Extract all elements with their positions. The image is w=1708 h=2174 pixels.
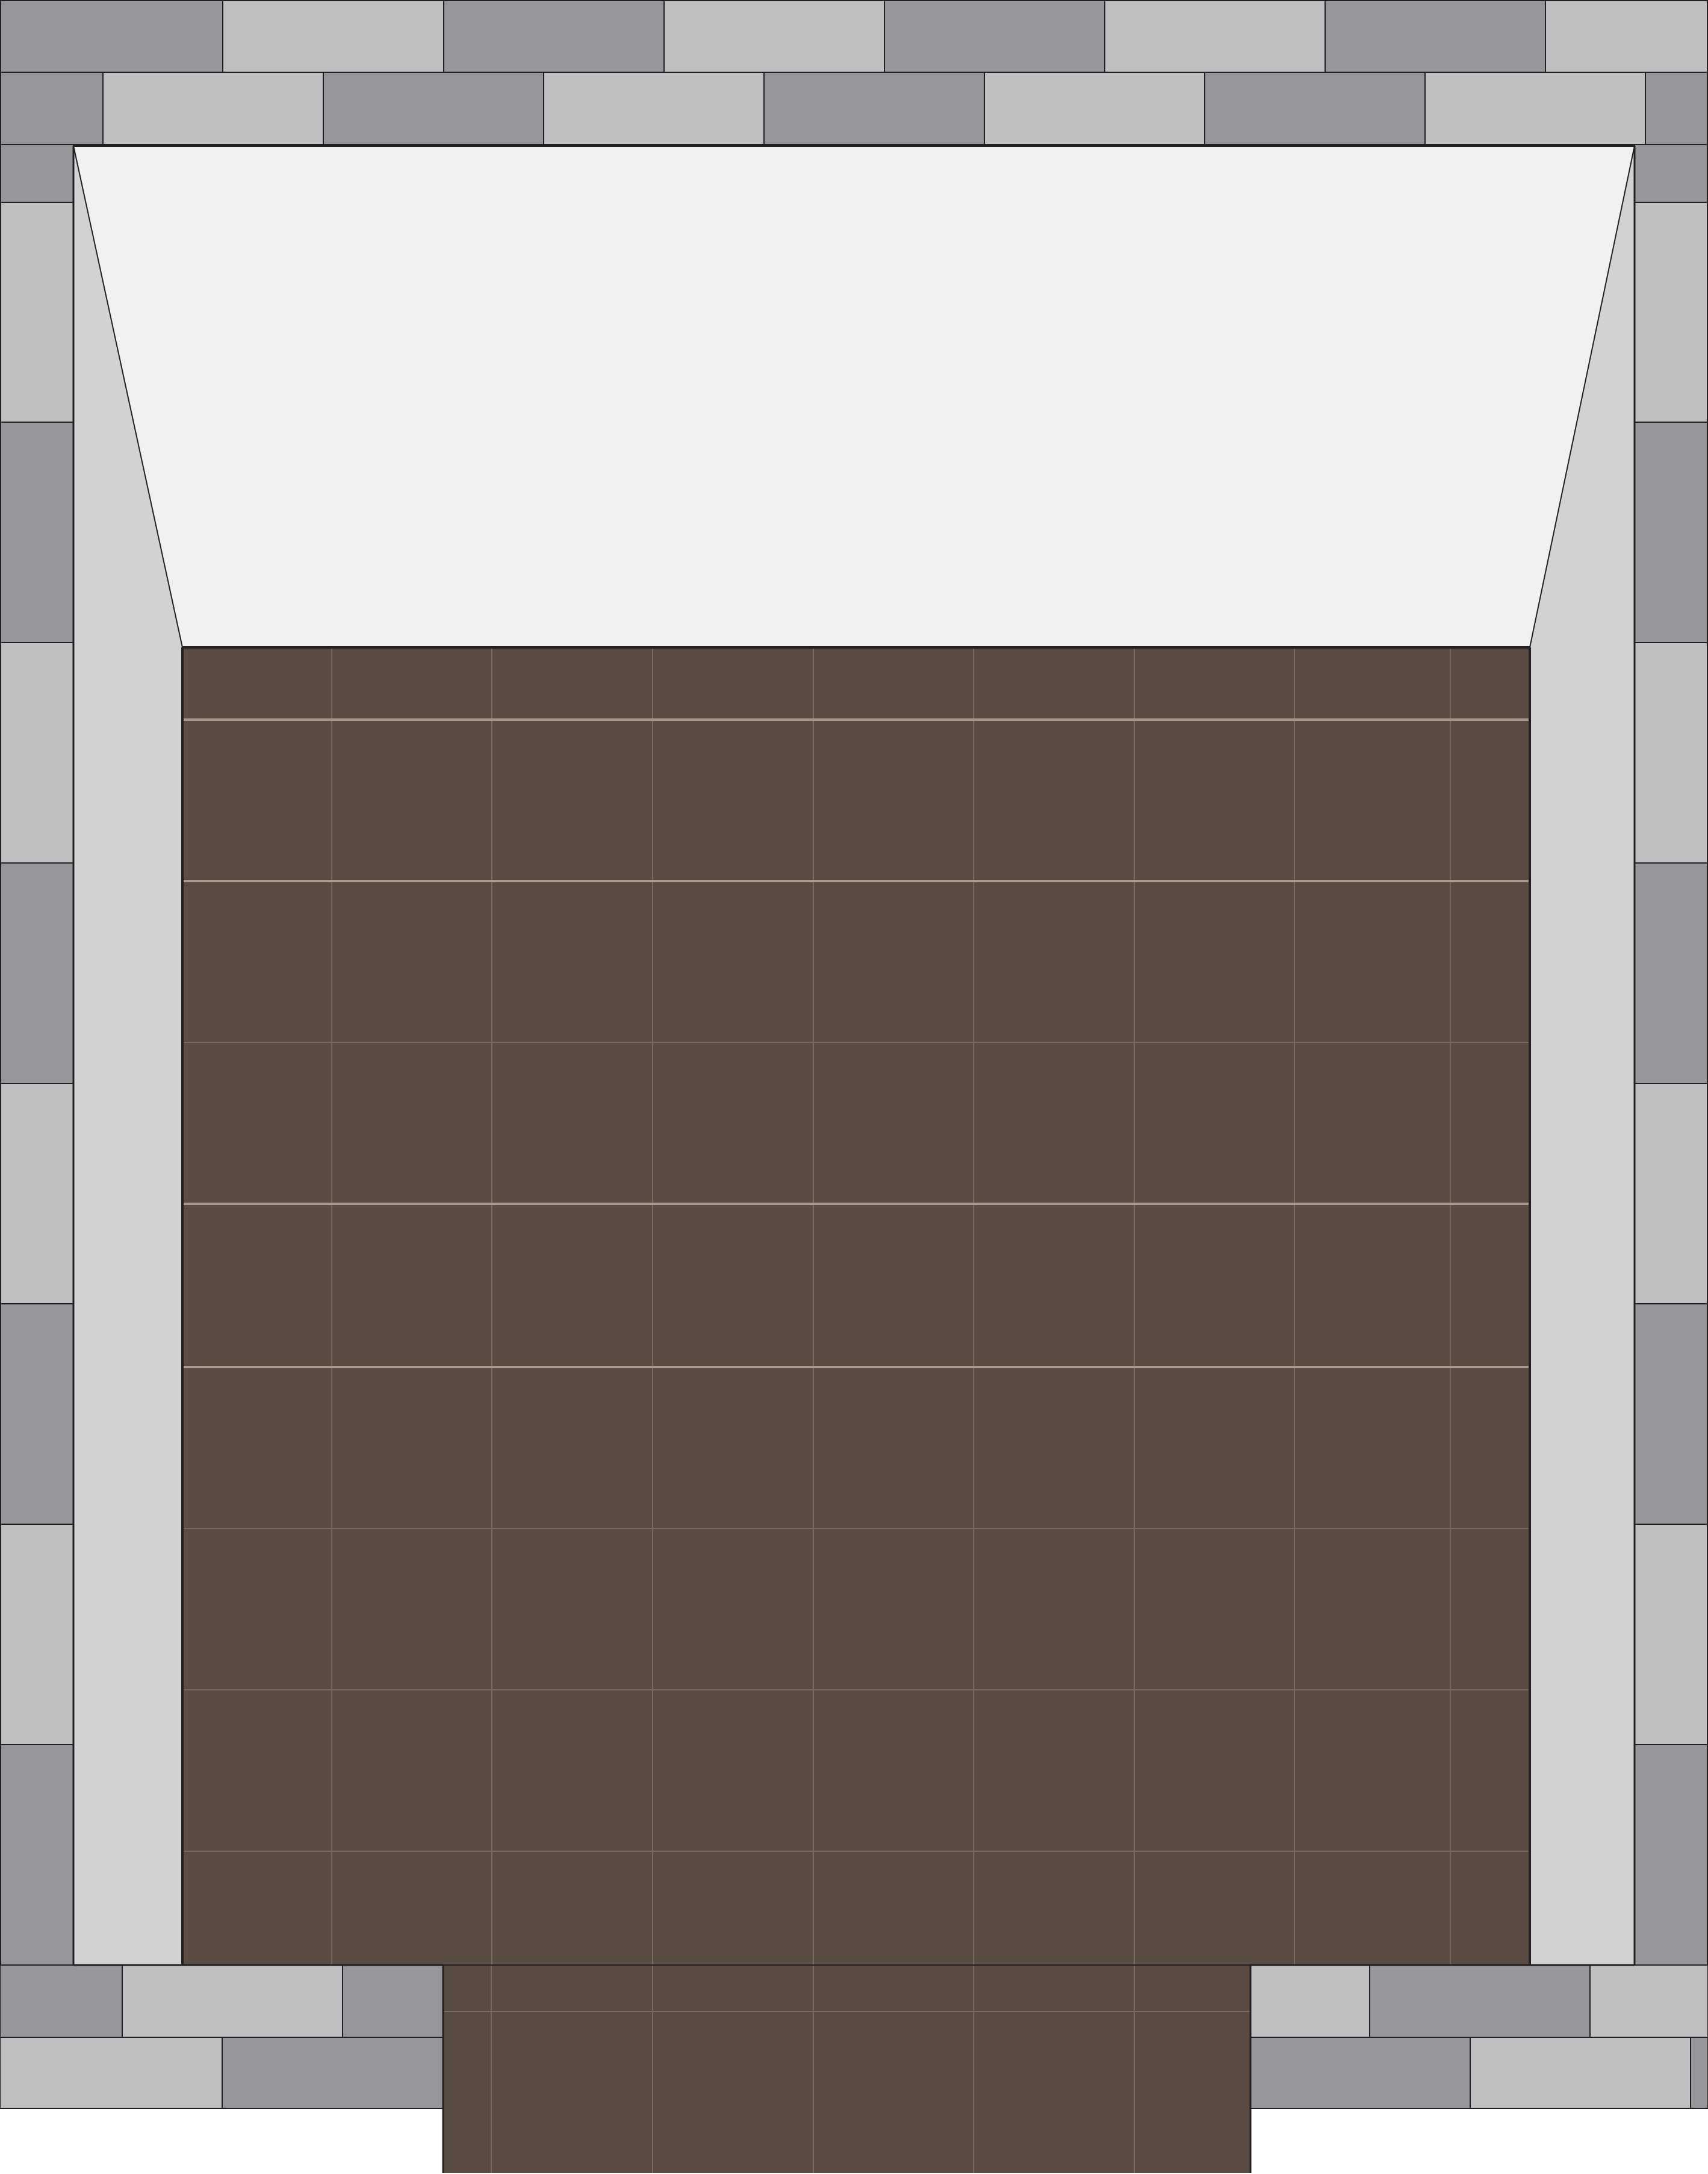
outer-frame <box>0 0 1708 1966</box>
brick <box>1634 1303 1708 1525</box>
right-side-wall <box>1530 146 1635 1965</box>
brick <box>222 0 444 73</box>
brick <box>222 2037 444 2109</box>
brick <box>1645 72 1708 145</box>
brick <box>0 1524 74 1745</box>
brick <box>1324 0 1546 73</box>
brick <box>1545 0 1708 73</box>
brick <box>663 0 885 73</box>
floor-surface <box>182 647 1530 2173</box>
left-side-wall <box>73 146 182 1965</box>
brick <box>0 72 104 145</box>
brick <box>0 1083 74 1304</box>
outline-edge <box>73 145 183 648</box>
brick <box>884 0 1105 73</box>
brick <box>0 144 74 203</box>
brick <box>443 0 665 73</box>
brick <box>1634 202 1708 423</box>
brick <box>1634 144 1708 203</box>
brick <box>543 72 765 145</box>
brick <box>1589 1964 1708 2038</box>
brick-wall <box>0 0 1708 2109</box>
tiled-floor <box>182 647 1530 2173</box>
brick <box>342 1964 444 2038</box>
brick <box>0 202 74 423</box>
brick <box>1424 72 1646 145</box>
brick <box>763 72 985 145</box>
brick <box>1690 2037 1708 2109</box>
brick <box>1634 422 1708 643</box>
outline-edge <box>1529 145 1635 648</box>
brick <box>1369 1964 1591 2038</box>
brick <box>1250 1964 1370 2038</box>
brick <box>0 2037 223 2109</box>
brick <box>0 642 74 864</box>
brick <box>1634 642 1708 864</box>
brick <box>1104 0 1326 73</box>
brick <box>102 72 324 145</box>
brick <box>1204 72 1426 145</box>
brick <box>323 72 544 145</box>
brick <box>0 1964 123 2038</box>
brick <box>1634 1524 1708 1745</box>
brick <box>0 0 223 73</box>
brick <box>122 1964 343 2038</box>
brick <box>0 1744 74 1966</box>
brick <box>0 862 74 1084</box>
brick <box>1250 2037 1471 2109</box>
brick <box>984 72 1205 145</box>
brick <box>0 1303 74 1525</box>
brick <box>1634 1083 1708 1304</box>
ceiling-panel <box>73 146 1635 647</box>
brick <box>1634 862 1708 1084</box>
brick <box>1470 2037 1691 2109</box>
brick <box>0 422 74 643</box>
brick <box>1634 1744 1708 1966</box>
